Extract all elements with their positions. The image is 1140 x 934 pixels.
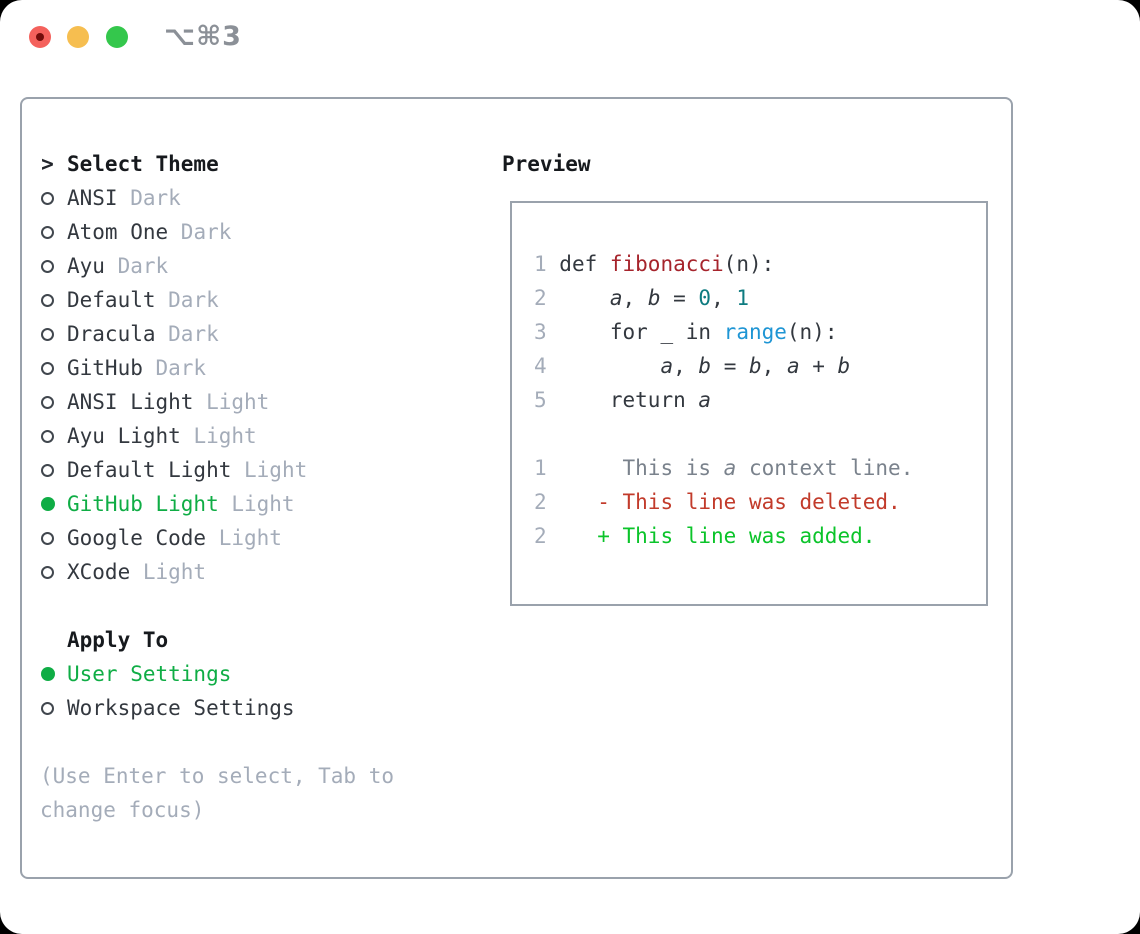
- preview-label: Preview: [502, 152, 591, 176]
- option-label: ANSI Light: [67, 390, 194, 414]
- window-title: ⌥⌘3: [164, 21, 242, 52]
- option-label: Dracula: [67, 322, 156, 346]
- variant-label: Dark: [104, 254, 169, 278]
- theme-option-xcode[interactable]: XCode Light: [40, 555, 394, 589]
- line-number: 3: [534, 320, 547, 344]
- caret-prompt-icon: >: [41, 152, 54, 176]
- line-number: 1: [534, 252, 547, 276]
- line-number: 4: [534, 354, 547, 378]
- radio-icon: [40, 395, 55, 409]
- option-label: XCode: [67, 560, 131, 584]
- theme-option-default-light[interactable]: Default Light Light: [40, 453, 394, 487]
- option-label: Default Light: [67, 458, 232, 482]
- option-label: Default: [67, 288, 156, 312]
- variant-label: Light: [231, 458, 308, 482]
- line-number: 1: [534, 456, 547, 480]
- radio-selected-icon: [40, 497, 55, 511]
- variant-label: Light: [180, 424, 257, 448]
- theme-option-github-light[interactable]: GitHub Light Light: [40, 487, 394, 521]
- line-number: 5: [534, 388, 547, 412]
- option-label: Ayu: [67, 254, 105, 278]
- option-label: Ayu Light: [67, 424, 181, 448]
- theme-option-ayu[interactable]: Ayu Dark: [40, 249, 394, 283]
- select-theme-label: Select Theme: [67, 152, 219, 176]
- option-label: Atom One: [67, 220, 169, 244]
- theme-option-ayu-light[interactable]: Ayu Light Light: [40, 419, 394, 453]
- code-line: 1 This is a context line.: [534, 456, 914, 480]
- close-button[interactable]: [29, 26, 51, 48]
- preview-box: 1 def fibonacci(n): 2 a, b = 0, 1 3 for _ …: [510, 201, 988, 606]
- option-label: ANSI: [67, 186, 118, 210]
- apply-to-label: Apply To: [67, 628, 169, 652]
- radio-icon: [40, 361, 55, 375]
- line-number: 2: [534, 286, 547, 310]
- apply-to-header: Apply To: [40, 623, 394, 657]
- radio-icon: [40, 429, 55, 443]
- radio-icon: [40, 565, 55, 579]
- variant-label: Dark: [155, 288, 219, 312]
- radio-icon: [40, 225, 55, 239]
- radio-icon: [40, 293, 55, 307]
- variant-label: Dark: [168, 220, 232, 244]
- code-line: 3 for _ in range(n):: [534, 320, 838, 344]
- radio-icon: [40, 259, 55, 273]
- apply-option-workspace-settings[interactable]: Workspace Settings: [40, 691, 394, 725]
- code-line: 2 - This line was deleted.: [534, 490, 901, 514]
- theme-option-default[interactable]: Default Dark: [40, 283, 394, 317]
- radio-icon: [40, 191, 55, 205]
- theme-option-dracula[interactable]: Dracula Dark: [40, 317, 394, 351]
- zoom-button[interactable]: [106, 26, 128, 48]
- code-line: 5 return a: [534, 388, 712, 412]
- hint-line: (Use Enter to select, Tab to: [40, 764, 395, 788]
- variant-label: Light: [206, 526, 282, 550]
- radio-icon: [40, 531, 55, 545]
- option-label: User Settings: [67, 662, 232, 686]
- radio-icon: [40, 701, 55, 715]
- theme-option-ansi[interactable]: ANSI Dark: [40, 181, 394, 215]
- apply-option-user-settings[interactable]: User Settings: [40, 657, 394, 691]
- radio-icon: [40, 463, 55, 477]
- minimize-button[interactable]: [67, 26, 89, 48]
- theme-option-github[interactable]: GitHub Dark: [40, 351, 394, 385]
- variant-label: Light: [130, 560, 207, 584]
- code-line: 2 a, b = 0, 1: [534, 286, 750, 310]
- option-label: Workspace Settings: [67, 696, 295, 720]
- line-number: 2: [534, 524, 547, 548]
- variant-label: Light: [193, 390, 270, 414]
- variant-label: Dark: [155, 322, 219, 346]
- select-theme-header: > Select Theme: [40, 147, 394, 181]
- line-number: 2: [534, 490, 547, 514]
- code-line: 4 a, b = b, a + b: [534, 354, 851, 378]
- code-line: [534, 417, 986, 451]
- theme-option-atom-one[interactable]: Atom One Dark: [40, 215, 394, 249]
- unsaved-indicator-icon: [36, 33, 44, 41]
- radio-icon: [40, 327, 55, 341]
- code-line: 2 + This line was added.: [534, 524, 876, 548]
- theme-option-google-code[interactable]: Google Code Light: [40, 521, 394, 555]
- option-label: GitHub: [67, 356, 143, 380]
- radio-selected-icon: [40, 667, 55, 681]
- titlebar: ⌥⌘3: [0, 0, 1140, 97]
- variant-label: Dark: [117, 186, 181, 210]
- variant-label: Light: [218, 492, 295, 516]
- code-line: 1 def fibonacci(n):: [534, 252, 775, 276]
- theme-option-ansi-light[interactable]: ANSI Light Light: [40, 385, 394, 419]
- hint-line: change focus): [40, 798, 205, 822]
- code-preview: 1 def fibonacci(n): 2 a, b = 0, 1 3 for _ …: [512, 203, 986, 553]
- keyboard-hint: (Use Enter to select, Tab to change focus…: [40, 759, 394, 827]
- option-label: Google Code: [67, 526, 207, 550]
- variant-label: Dark: [142, 356, 207, 380]
- option-label: GitHub Light: [67, 492, 219, 516]
